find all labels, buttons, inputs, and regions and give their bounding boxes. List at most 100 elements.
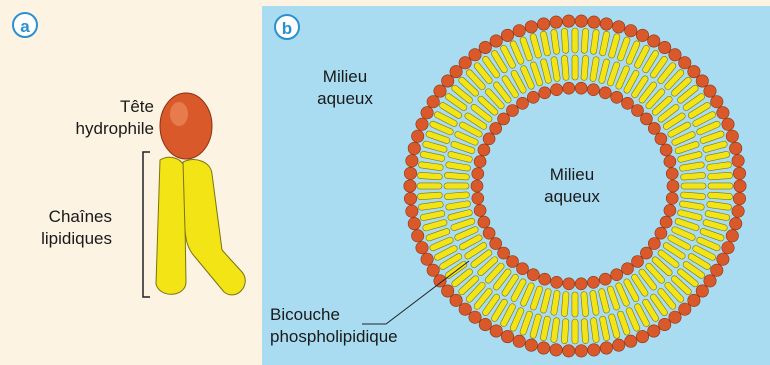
phospholipid-head: [551, 84, 563, 96]
phospholipid-head: [513, 335, 525, 347]
phospholipid-head: [666, 168, 678, 180]
phospholipid-head: [539, 87, 551, 99]
phospholipid-head: [730, 217, 742, 229]
phospholipid-head: [640, 247, 652, 259]
phospholipid-head: [563, 345, 575, 357]
phospholipid-head: [483, 133, 495, 145]
lipid-tail: [561, 291, 569, 316]
lipid-tail: [445, 161, 471, 171]
phospholipid-head: [406, 205, 418, 217]
lipid-tail: [550, 56, 560, 82]
phospholipid-head: [478, 216, 490, 228]
phospholipid-head: [450, 65, 462, 77]
phospholipid-head: [525, 339, 537, 351]
phospholipid-head: [474, 204, 486, 216]
lipid-tail: [706, 201, 732, 211]
phospholipid-head: [537, 18, 549, 30]
outer-medium-line2: aqueux: [317, 89, 373, 108]
chains-label: Chaînes lipidiques: [12, 206, 112, 250]
phospholipid-head: [575, 345, 587, 357]
phospholipid-head: [479, 41, 491, 53]
phospholipid-head: [537, 342, 549, 354]
phospholipid-head: [711, 264, 723, 276]
panel-b-bilayer: b Milieu aqueux Milieu aqueux Bicouche p…: [262, 6, 770, 365]
phospholipid-head: [406, 155, 418, 167]
chains-label-line2: lipidiques: [41, 229, 112, 248]
lipid-tail: [680, 192, 705, 200]
phospholipid-head: [669, 49, 681, 61]
lipid-tail: [705, 151, 731, 162]
phospholipid-head: [588, 344, 600, 356]
lipid-tail: [418, 201, 444, 211]
phospholipid-head: [416, 242, 428, 254]
phospholipid-head: [632, 256, 644, 268]
lipid-tail: [590, 29, 600, 55]
phospholipid-head: [404, 167, 416, 179]
lipid-tail: [599, 31, 610, 57]
lipid-tail-right: [183, 160, 245, 295]
phospholipid-head: [648, 122, 660, 134]
phospholipid-head: [599, 87, 611, 99]
lipid-tail: [680, 172, 705, 180]
head-label-line1: Tête: [120, 97, 154, 116]
phospholipid-head: [632, 105, 644, 117]
phospholipid-head: [679, 57, 691, 69]
lipid-tail: [581, 55, 589, 80]
lipid-tail: [417, 192, 442, 200]
lipid-tail: [444, 172, 469, 180]
phospholipid-head: [501, 330, 513, 342]
phospholipid-head: [421, 253, 433, 265]
phospholipid-head: [472, 168, 484, 180]
phospholipid-head: [527, 269, 539, 281]
phospholipid-head: [474, 156, 486, 168]
phospholipid-head: [517, 97, 529, 109]
phospholipid-head: [490, 238, 502, 250]
phospholipid-head: [679, 303, 691, 315]
lipid-tail: [705, 210, 731, 221]
phospholipid-head: [717, 107, 729, 119]
phospholipid-head: [550, 344, 562, 356]
phospholipid-head: [404, 192, 416, 204]
lipid-tail: [707, 172, 732, 180]
phospholipid-head: [575, 278, 587, 290]
phospholipid-head: [427, 96, 439, 108]
head-highlight: [170, 102, 188, 126]
phospholipid-head: [527, 91, 539, 103]
phospholipid-head: [733, 192, 745, 204]
phospholipid-head: [696, 75, 708, 87]
phospholipid-head: [613, 21, 625, 33]
lipid-tail: [418, 161, 444, 171]
inner-medium-line2: aqueux: [544, 187, 600, 206]
phospholipid-head: [563, 82, 575, 94]
phospholipid-head: [732, 205, 744, 217]
lipid-tail: [417, 183, 442, 189]
phospholipid-head: [539, 273, 551, 285]
panel-a-phospholipid: a Tête hydrophile Chaînes lipidiques: [0, 0, 262, 365]
phospholipid-head: [469, 49, 481, 61]
phospholipid-head: [660, 216, 672, 228]
bilayer-line1: Bicouche: [270, 305, 340, 324]
lipid-tail: [540, 31, 551, 57]
lipid-tail: [590, 317, 600, 343]
chains-bracket: [143, 152, 150, 297]
phospholipid-head: [507, 256, 519, 268]
phospholipid-head: [551, 276, 563, 288]
phospholipid-head: [469, 311, 481, 323]
phospholipid-head: [412, 130, 424, 142]
inner-medium-line1: Milieu: [550, 165, 594, 184]
phospholipid-head: [498, 247, 510, 259]
lipid-tail: [706, 161, 732, 171]
phospholipid-head: [412, 230, 424, 242]
phospholipid-head: [666, 192, 678, 204]
phospholipid-head: [611, 91, 623, 103]
phospholipid-head: [434, 85, 446, 97]
head-label-line2: hydrophile: [76, 119, 154, 138]
lipid-tail: [599, 316, 610, 342]
phospholipid-head: [513, 25, 525, 37]
phospholipid-head: [659, 41, 671, 53]
bilayer-label: Bicouche phospholipidique: [270, 304, 470, 348]
phospholipid-head: [483, 227, 495, 239]
panel-b-badge: b: [274, 14, 300, 40]
phospholipid-head: [669, 311, 681, 323]
phospholipid-head: [722, 118, 734, 130]
